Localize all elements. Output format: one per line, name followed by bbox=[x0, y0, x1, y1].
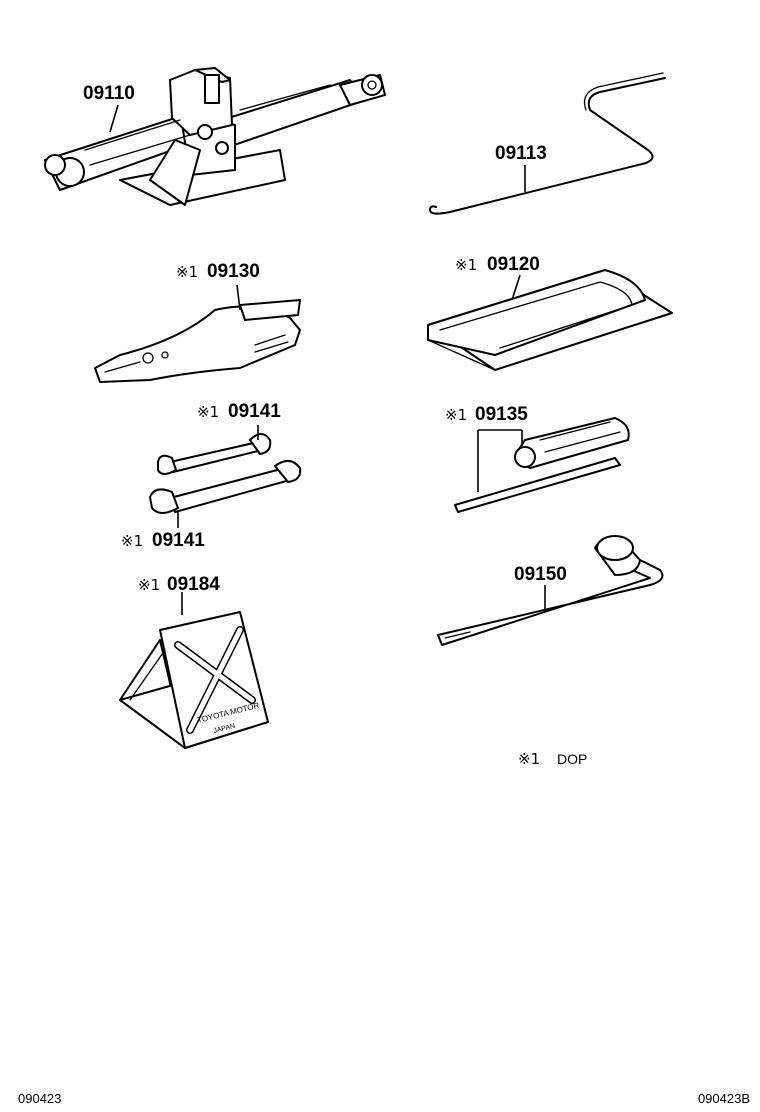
dop-mark-09141-bottom: ※1 bbox=[121, 532, 143, 550]
part-number-09141-top: 09141 bbox=[228, 401, 281, 422]
leader-09130 bbox=[236, 284, 241, 311]
dop-mark-09130: ※1 bbox=[176, 263, 198, 281]
tool-bag bbox=[427, 269, 673, 371]
legend-mark: ※1 bbox=[518, 750, 540, 768]
legend-text: DOP bbox=[557, 751, 587, 767]
screwdriver-handle bbox=[514, 417, 630, 469]
dop-mark-09120: ※1 bbox=[455, 256, 477, 274]
pliers bbox=[94, 299, 301, 383]
footer-right-code: 090423B bbox=[698, 1091, 750, 1106]
part-number-09120: 09120 bbox=[487, 254, 540, 275]
part-number-09141-bottom: 09141 bbox=[152, 530, 205, 551]
lug-wrench bbox=[437, 535, 664, 646]
part-number-09150: 09150 bbox=[514, 564, 567, 585]
leader-09135 bbox=[477, 429, 523, 492]
leader-09120 bbox=[511, 274, 521, 301]
dop-mark-09141-top: ※1 bbox=[197, 403, 219, 421]
part-number-09184: 09184 bbox=[167, 574, 220, 595]
wrench-small bbox=[157, 433, 272, 475]
screwdriver-shaft bbox=[454, 457, 621, 513]
jack-handle bbox=[429, 72, 666, 215]
part-number-09135: 09135 bbox=[475, 404, 528, 425]
scissor-jack bbox=[44, 67, 386, 206]
part-number-09110: 09110 bbox=[83, 83, 135, 104]
leader-09110 bbox=[109, 104, 119, 133]
footer-left-code: 090423 bbox=[18, 1091, 61, 1106]
dop-mark-09184: ※1 bbox=[138, 576, 160, 594]
wrench-large bbox=[149, 460, 302, 514]
part-number-09113: 09113 bbox=[495, 143, 547, 164]
part-number-09130: 09130 bbox=[207, 261, 260, 282]
dop-mark-09135: ※1 bbox=[445, 406, 467, 424]
wheel-chock bbox=[119, 611, 269, 749]
